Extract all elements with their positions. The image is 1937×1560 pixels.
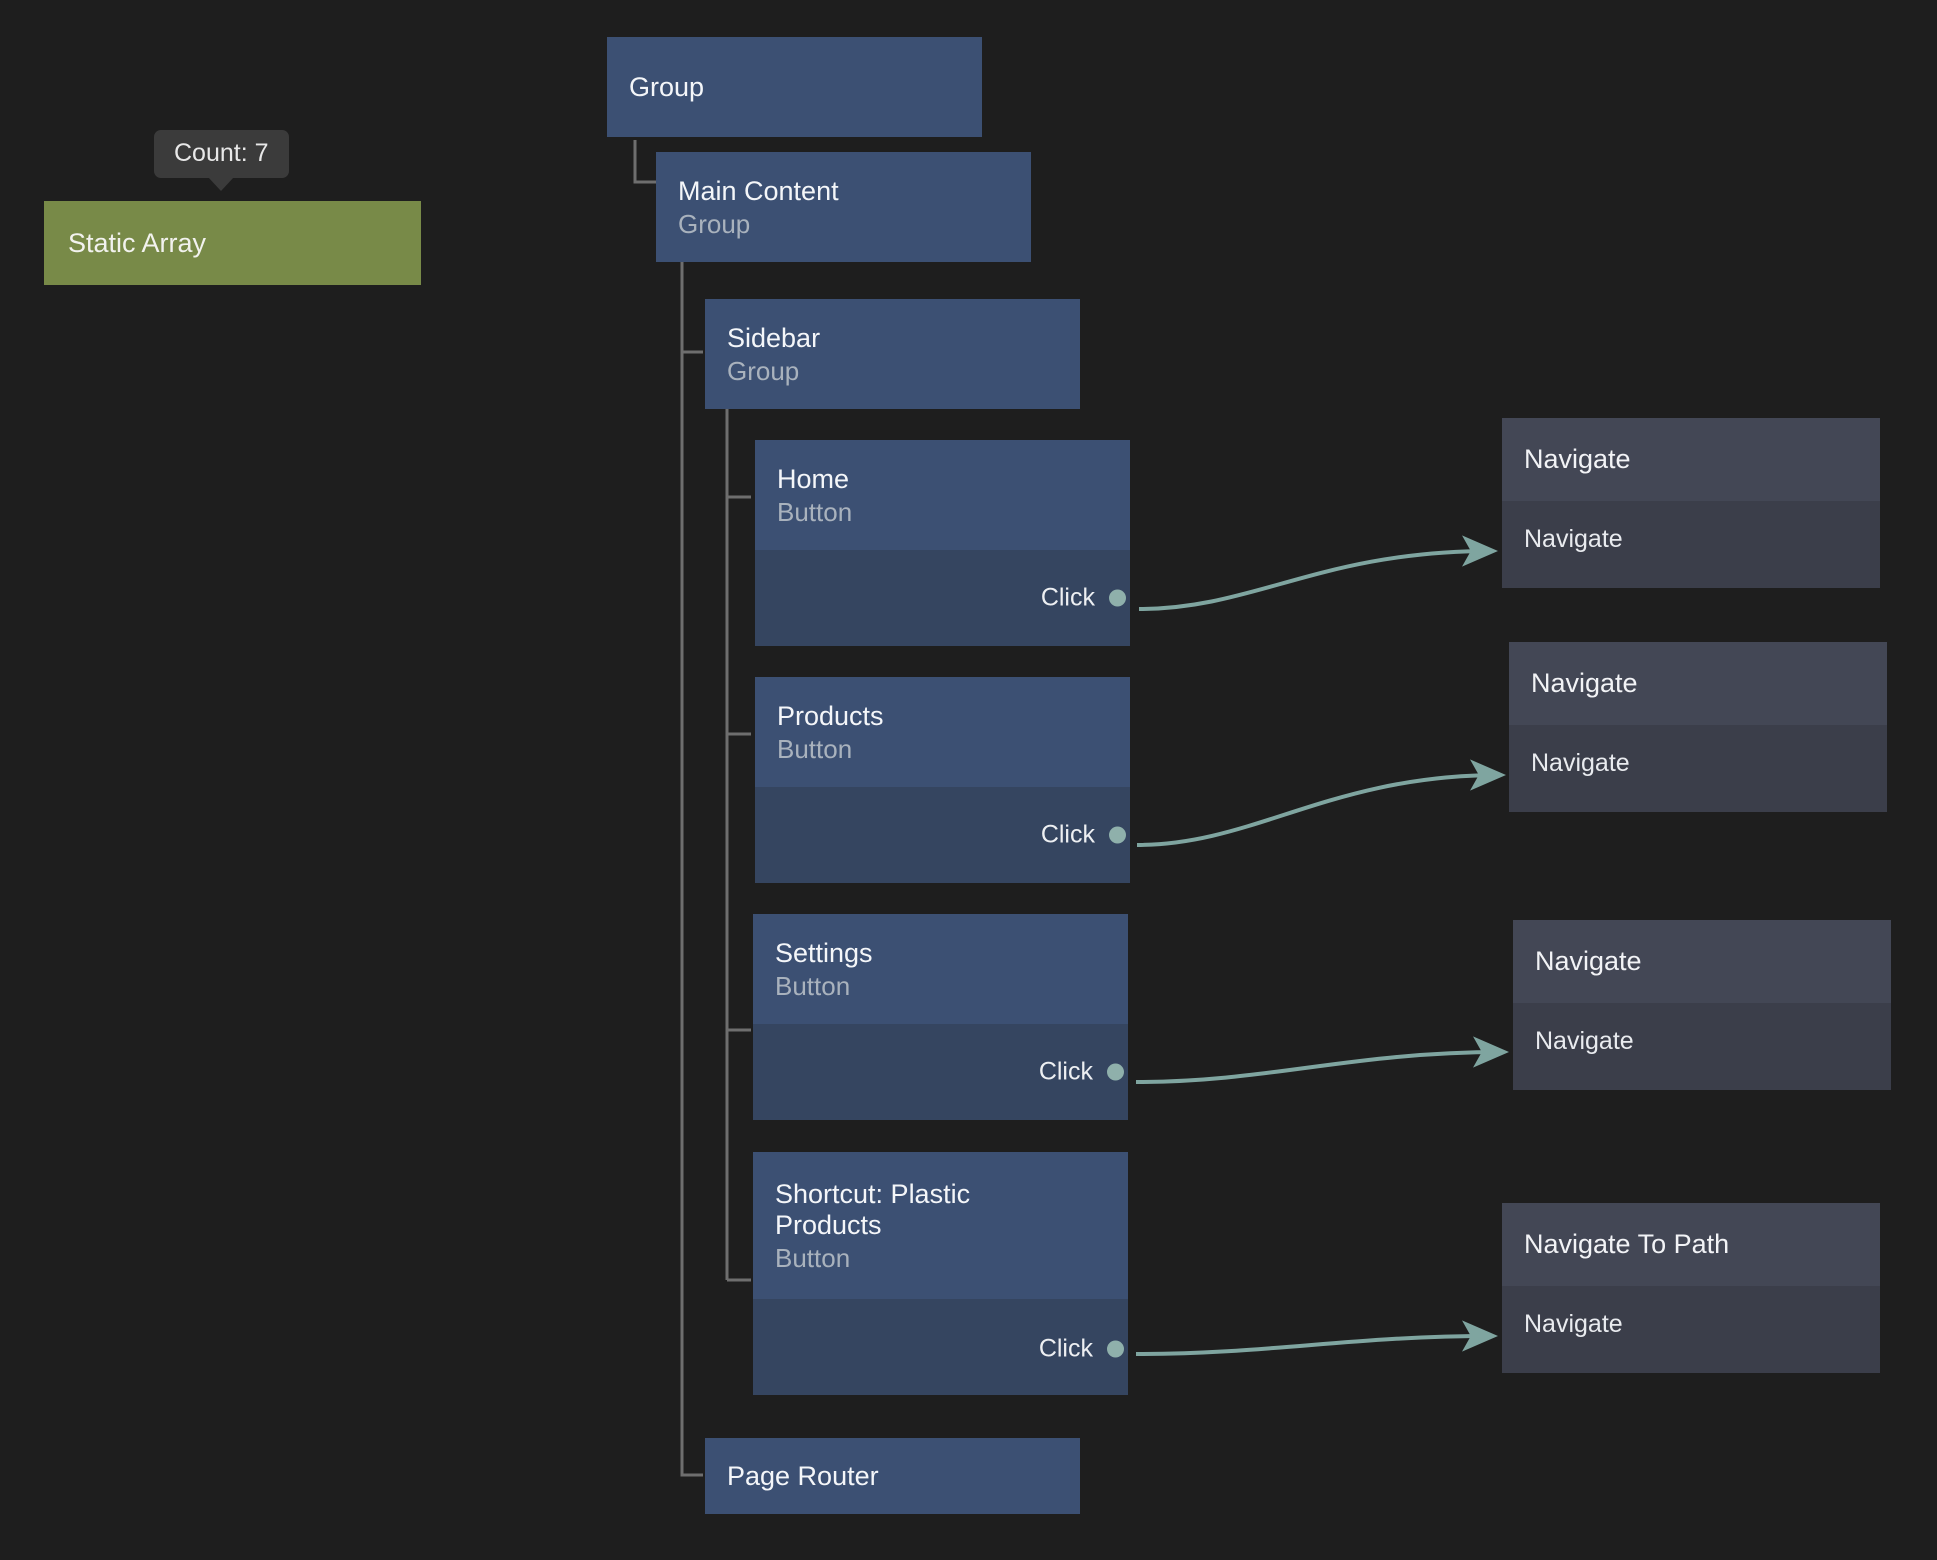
output-port-dot-icon[interactable]: [1107, 1063, 1124, 1081]
action-node-navigate-1-body: Navigate: [1502, 501, 1880, 588]
action-node-navigate-to-path-header: Navigate To Path: [1502, 1203, 1880, 1286]
action-node-navigate-2-title: Navigate: [1531, 668, 1638, 698]
action-node-navigate-3[interactable]: Navigate Navigate: [1513, 920, 1891, 1090]
node-home-header: Home Button: [755, 440, 1130, 550]
action-node-navigate-2[interactable]: Navigate Navigate: [1509, 642, 1887, 812]
action-node-navigate-3-body: Navigate: [1513, 1003, 1891, 1090]
node-home-body: Click: [755, 550, 1130, 646]
wire-shortcut-to-navigate-to-path: [1135, 1320, 1498, 1356]
tooltip-arrow-icon: [208, 176, 235, 191]
action-node-navigate-2-body: Navigate: [1509, 725, 1887, 812]
action-node-navigate-1-header: Navigate: [1502, 418, 1880, 501]
node-products-click-port[interactable]: Click: [1040, 820, 1126, 850]
node-products-header: Products Button: [755, 677, 1130, 787]
output-port-dot-icon[interactable]: [1109, 826, 1126, 844]
node-home-click-label: Click: [1040, 583, 1095, 612]
node-home-subtitle: Button: [777, 496, 853, 527]
node-shortcut-plastic-products-body: Click: [753, 1299, 1128, 1395]
node-settings-body: Click: [753, 1024, 1128, 1120]
node-settings-header: Settings Button: [753, 914, 1128, 1024]
action-node-navigate-to-path-input-label[interactable]: Navigate: [1524, 1310, 1623, 1338]
node-page-router-header: Page Router: [705, 1438, 1080, 1514]
output-port-dot-icon[interactable]: [1107, 1340, 1124, 1358]
node-sidebar-subtitle: Group: [727, 355, 800, 386]
action-node-navigate-1-title: Navigate: [1524, 444, 1631, 474]
action-node-navigate-to-path[interactable]: Navigate To Path Navigate: [1502, 1203, 1880, 1373]
node-home-title: Home: [777, 463, 850, 494]
node-products-title: Products: [777, 700, 884, 731]
node-page-router[interactable]: Page Router: [705, 1438, 1080, 1514]
node-main-content-subtitle: Group: [678, 208, 751, 239]
action-node-navigate-2-input-label[interactable]: Navigate: [1531, 749, 1630, 777]
action-node-navigate-to-path-body: Navigate: [1502, 1286, 1880, 1373]
wire-products-to-navigate: [1136, 759, 1506, 847]
node-settings-click-label: Click: [1038, 1057, 1093, 1086]
node-products-click-label: Click: [1040, 820, 1095, 849]
node-group-title: Group: [629, 72, 705, 103]
wire-home-to-navigate: [1138, 535, 1498, 611]
count-tooltip: Count: 7: [154, 130, 289, 191]
action-node-navigate-3-header: Navigate: [1513, 920, 1891, 1003]
wire-settings-to-navigate: [1135, 1036, 1509, 1084]
action-node-navigate-2-header: Navigate: [1509, 642, 1887, 725]
node-shortcut-plastic-products[interactable]: Shortcut: Plastic Products Button Click: [753, 1152, 1128, 1395]
node-group-header: Group: [607, 37, 982, 137]
output-port-dot-icon[interactable]: [1109, 589, 1126, 607]
action-node-navigate-to-path-title: Navigate To Path: [1524, 1229, 1730, 1259]
action-node-navigate-3-input-label[interactable]: Navigate: [1535, 1027, 1634, 1055]
node-main-content-header: Main Content Group: [656, 152, 1031, 262]
action-node-navigate-1-input-label[interactable]: Navigate: [1524, 525, 1623, 553]
node-shortcut-plastic-products-subtitle: Button: [775, 1242, 851, 1273]
node-products-body: Click: [755, 787, 1130, 883]
action-node-navigate-1[interactable]: Navigate Navigate: [1502, 418, 1880, 588]
node-sidebar-title: Sidebar: [727, 322, 821, 353]
node-shortcut-plastic-products-title: Shortcut: Plastic Products: [775, 1178, 971, 1240]
node-sidebar-header: Sidebar Group: [705, 299, 1080, 409]
node-settings-title: Settings: [775, 937, 873, 968]
node-shortcut-plastic-products-click-label: Click: [1038, 1334, 1093, 1363]
node-main-content[interactable]: Main Content Group: [656, 152, 1031, 262]
node-sidebar[interactable]: Sidebar Group: [705, 299, 1080, 409]
node-home-click-port[interactable]: Click: [1040, 583, 1126, 613]
node-settings-click-port[interactable]: Click: [1038, 1057, 1124, 1087]
node-shortcut-plastic-products-header: Shortcut: Plastic Products Button: [753, 1152, 1128, 1299]
node-settings[interactable]: Settings Button Click: [753, 914, 1128, 1120]
count-tooltip-label: Count: 7: [174, 139, 269, 167]
node-shortcut-plastic-products-click-port[interactable]: Click: [1038, 1334, 1124, 1364]
action-node-navigate-3-title: Navigate: [1535, 946, 1642, 976]
node-products-subtitle: Button: [777, 733, 853, 764]
node-group[interactable]: Group: [607, 37, 982, 137]
node-home[interactable]: Home Button Click: [755, 440, 1130, 646]
node-products[interactable]: Products Button Click: [755, 677, 1130, 883]
static-array-label: Static Array: [68, 227, 207, 258]
node-static-array[interactable]: Static Array: [44, 201, 421, 285]
node-page-router-title: Page Router: [727, 1461, 879, 1492]
node-main-content-title: Main Content: [678, 175, 839, 206]
node-settings-subtitle: Button: [775, 970, 851, 1001]
